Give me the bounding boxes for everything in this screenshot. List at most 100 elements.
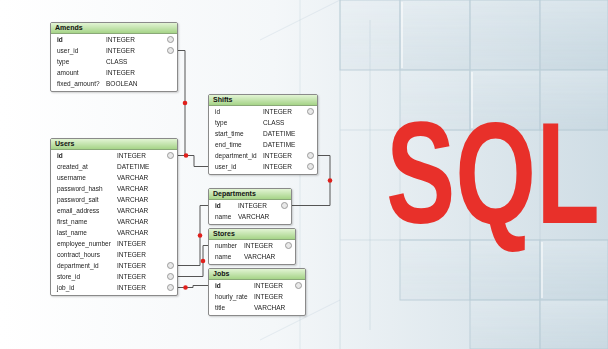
column-name: password_hash	[57, 183, 103, 194]
column-name: id	[215, 106, 220, 117]
column-type: INTEGER	[117, 249, 146, 260]
column-row: type CLASS	[209, 117, 317, 128]
relation-line	[178, 156, 208, 167]
column-row: id INTEGER	[209, 106, 317, 117]
column-name: id	[215, 280, 221, 291]
table-box: UsersidINTEGERcreated_atDATETIMEusername…	[50, 138, 178, 296]
column-row: password_hash VARCHAR	[51, 183, 177, 194]
column-row: store_idINTEGER	[51, 271, 177, 282]
column-name: id	[215, 200, 221, 211]
column-type: VARCHAR	[117, 205, 148, 216]
column-type: INTEGER	[263, 150, 292, 161]
column-name: created_at	[57, 161, 88, 172]
column-row: idINTEGER	[51, 150, 177, 161]
column-type: INTEGER	[263, 106, 292, 117]
column-type: DATETIME	[263, 139, 295, 150]
key-icon	[285, 242, 292, 249]
relation-dot	[184, 153, 189, 158]
column-row: amount INTEGER	[51, 67, 177, 78]
column-type: DATETIME	[117, 161, 149, 172]
column-type: INTEGER	[244, 240, 273, 251]
key-icon	[167, 152, 174, 159]
table-title: Jobs	[209, 269, 305, 280]
column-type: BOOLEAN	[106, 78, 137, 89]
column-type: INTEGER	[254, 291, 283, 302]
key-icon	[307, 163, 314, 170]
table-box: AmendsidINTEGERuser_idINTEGERtypeCLASSam…	[50, 22, 178, 92]
column-row: fixed_amount? BOOLEAN	[51, 78, 177, 89]
relation-dot	[328, 178, 333, 183]
column-type: INTEGER	[117, 282, 146, 293]
column-name: hourly_rate	[215, 291, 248, 302]
column-row: typeCLASS	[51, 56, 177, 67]
column-name: id	[57, 34, 63, 45]
column-row: end_time DATETIME	[209, 139, 317, 150]
column-row: password_saltVARCHAR	[51, 194, 177, 205]
column-type: INTEGER	[117, 271, 146, 282]
column-name: department_id	[215, 150, 257, 161]
column-type: INTEGER	[263, 161, 292, 172]
column-name: department_id	[57, 260, 99, 271]
column-name: name	[215, 251, 231, 262]
column-row: email_address VARCHAR	[51, 205, 177, 216]
column-row: id INTEGER	[209, 200, 291, 211]
relation-line	[178, 286, 208, 288]
column-name: name	[215, 211, 231, 222]
key-icon	[167, 47, 174, 54]
column-name: fixed_amount?	[57, 78, 100, 89]
column-name: type	[215, 117, 227, 128]
column-name: type	[57, 56, 69, 67]
table-title: Amends	[51, 23, 177, 34]
column-name: last_name	[57, 227, 87, 238]
column-name: start_time	[215, 128, 244, 139]
column-row: start_time DATETIME	[209, 128, 317, 139]
column-name: username	[57, 172, 86, 183]
column-type: VARCHAR	[117, 183, 148, 194]
column-name: contract_hours	[57, 249, 100, 260]
column-row: user_idINTEGER	[209, 161, 317, 172]
column-row: last_name VARCHAR	[51, 227, 177, 238]
table-box: StoresnumberINTEGERnameVARCHAR	[208, 228, 296, 265]
key-icon	[167, 262, 174, 269]
column-type: INTEGER	[106, 34, 135, 45]
column-type: VARCHAR	[117, 216, 148, 227]
column-name: email_address	[57, 205, 99, 216]
key-icon	[167, 284, 174, 291]
column-type: VARCHAR	[117, 172, 148, 183]
column-row: user_idINTEGER	[51, 45, 177, 56]
column-row: employee_numberINTEGER	[51, 238, 177, 249]
column-row: contract_hours INTEGER	[51, 249, 177, 260]
column-type: VARCHAR	[117, 227, 148, 238]
column-name: number	[215, 240, 237, 251]
column-type: VARCHAR	[254, 302, 285, 313]
column-type: DATETIME	[263, 128, 295, 139]
column-row: username VARCHAR	[51, 172, 177, 183]
column-type: INTEGER	[254, 280, 283, 291]
key-icon	[167, 273, 174, 280]
column-row: first_nameVARCHAR	[51, 216, 177, 227]
column-row: department_id INTEGER	[51, 260, 177, 271]
column-type: INTEGER	[117, 260, 146, 271]
key-icon	[295, 282, 302, 289]
column-row: number INTEGER	[209, 240, 295, 251]
column-type: VARCHAR	[238, 211, 269, 222]
column-row: hourly_rate INTEGER	[209, 291, 305, 302]
table-title: Departments	[209, 189, 291, 200]
column-name: job_id	[57, 282, 74, 293]
column-row: id INTEGER	[209, 280, 305, 291]
key-icon	[167, 36, 174, 43]
column-row: created_at DATETIME	[51, 161, 177, 172]
column-type: INTEGER	[238, 200, 267, 211]
column-type: INTEGER	[106, 45, 135, 56]
column-name: end_time	[215, 139, 242, 150]
column-name: amount	[57, 67, 79, 78]
column-type: CLASS	[263, 117, 284, 128]
relation-line	[178, 246, 208, 277]
column-row: id INTEGER	[51, 34, 177, 45]
table-title: Users	[51, 139, 177, 150]
column-row: name VARCHAR	[209, 211, 291, 222]
column-type: INTEGER	[117, 238, 146, 249]
column-row: titleVARCHAR	[209, 302, 305, 313]
column-type: INTEGER	[106, 67, 135, 78]
column-row: department_id INTEGER	[209, 150, 317, 161]
